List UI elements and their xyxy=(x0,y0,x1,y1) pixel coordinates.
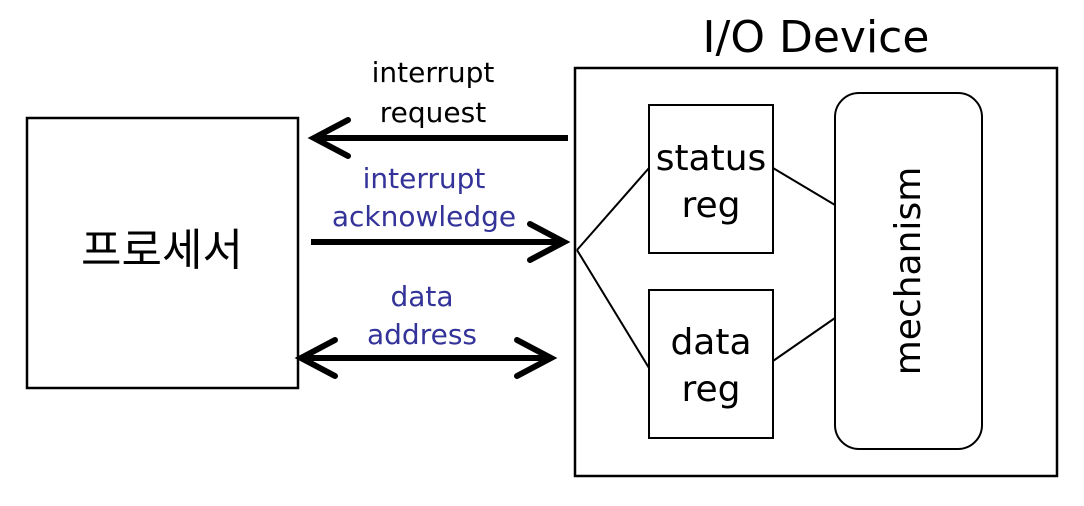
status-reg-box xyxy=(648,104,774,254)
bus-to-status-reg-line xyxy=(576,167,650,251)
data-reg-label-line2: reg xyxy=(681,369,740,410)
data-reg-box xyxy=(648,289,774,439)
status-reg-label-line2: reg xyxy=(681,185,740,226)
bus-to-data-reg-line xyxy=(576,249,650,369)
interrupt-request-label-line2: request xyxy=(380,96,486,129)
status-reg-label-line1: status xyxy=(656,138,767,179)
interrupt-acknowledge-arrow xyxy=(311,221,571,263)
interrupt-request-arrow xyxy=(307,117,568,159)
interrupt-acknowledge-label-line2: acknowledge xyxy=(332,200,516,233)
mechanism-box xyxy=(834,92,983,450)
status-reg-to-mechanism-line xyxy=(772,167,836,206)
data-address-label-line1: data xyxy=(390,280,453,313)
interrupt-request-label-line1: interrupt xyxy=(372,56,495,89)
processor-label: 프로세서 xyxy=(81,225,243,276)
processor-box xyxy=(25,116,300,390)
data-address-label-line2: address xyxy=(367,318,477,351)
data-address-arrow xyxy=(294,337,558,379)
mechanism-label: mechanism xyxy=(888,167,929,376)
io-device-title: I/O Device xyxy=(703,12,930,63)
io-device-box xyxy=(573,66,1059,478)
data-reg-label-line1: data xyxy=(670,322,751,363)
data-reg-to-mechanism-line xyxy=(772,317,836,362)
interrupt-acknowledge-label-line1: interrupt xyxy=(363,162,486,195)
